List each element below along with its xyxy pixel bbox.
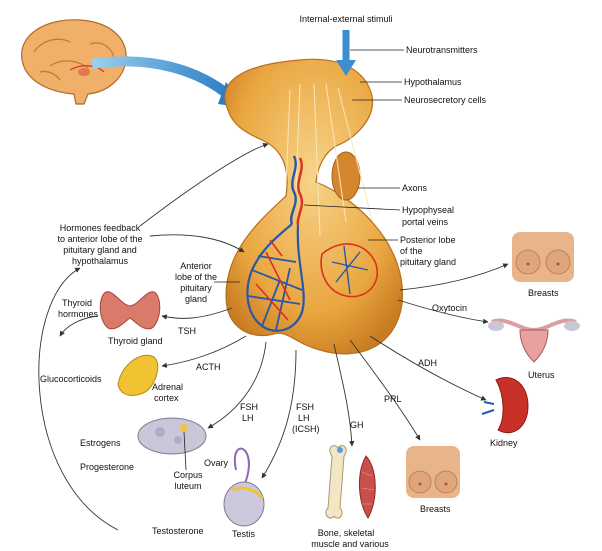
muscle-icon <box>358 455 376 519</box>
kidney-icon <box>481 377 529 434</box>
label-axons: Axons <box>402 183 428 193</box>
arrow-oxytocin-breasts <box>399 263 509 291</box>
label-prl: PRL <box>384 394 402 404</box>
label-corpus-1: Corpus <box>173 470 203 480</box>
bone-icon <box>325 445 347 519</box>
leader-corpus-luteum <box>183 431 187 471</box>
breasts-right-icon <box>512 232 574 282</box>
label-posterior-3: pituitary gland <box>400 257 456 267</box>
label-kidney: Kidney <box>490 438 518 448</box>
thyroid-gland-icon <box>99 291 161 330</box>
arrow-prl <box>349 339 421 441</box>
label-anterior-3: pituitary <box>180 283 212 293</box>
label-feedback-4: hypothalamus <box>72 256 129 266</box>
label-adrenal-1: Adrenal <box>152 382 183 392</box>
pituitary-gland <box>224 58 404 355</box>
arrow-oxytocin-uterus <box>397 299 489 324</box>
arrow-thyroid-hormones <box>59 315 99 337</box>
label-posterior-2: of the <box>400 246 423 256</box>
stimuli-arrowhead <box>336 60 356 76</box>
label-feedback-3: pituitary gland and <box>63 245 137 255</box>
label-acth: ACTH <box>196 362 221 372</box>
label-breasts-bottom: Breasts <box>420 504 451 514</box>
arrow-gh <box>333 343 355 447</box>
label-fsh-2: FSH <box>296 402 314 412</box>
ovary-icon <box>137 417 207 455</box>
label-uterus: Uterus <box>528 370 555 380</box>
label-hypothalamus: Hypothalamus <box>404 77 462 87</box>
label-portal-1: Hypophyseal <box>402 205 454 215</box>
label-gh: GH <box>350 420 364 430</box>
label-anterior-1: Anterior <box>180 261 212 271</box>
label-lh-1: LH <box>242 413 254 423</box>
label-lh-2: LH <box>298 413 310 423</box>
label-fsh-1: FSH <box>240 402 258 412</box>
arrow-fsh-lh-ovary <box>207 341 267 429</box>
label-stimuli: Internal-external stimuli <box>299 14 392 24</box>
testis-icon <box>223 447 265 527</box>
arrow-tsh <box>161 307 233 320</box>
label-anterior-4: gland <box>185 294 207 304</box>
label-posterior-1: Posterior lobe <box>400 235 456 245</box>
label-progesterone: Progesterone <box>80 462 134 472</box>
label-glucocorticoids: Glucocorticoids <box>40 374 102 384</box>
label-icsh: (ICSH) <box>292 424 320 434</box>
label-bone-2: muscle and various <box>311 539 389 549</box>
label-neurotransmitters: Neurotransmitters <box>406 45 478 55</box>
zoom-arrow <box>91 56 236 102</box>
label-adrenal-2: cortex <box>154 393 179 403</box>
label-feedback-1: Hormones feedback <box>60 223 141 233</box>
feedback-loop-arrow <box>38 267 119 531</box>
label-testis: Testis <box>232 529 256 539</box>
label-neurosecretory: Neurosecretory cells <box>404 95 487 105</box>
label-adh: ADH <box>418 358 437 368</box>
label-estrogens: Estrogens <box>80 438 121 448</box>
feedback-arrow-hypothalamus <box>139 142 269 227</box>
feedback-arrow-pituitary <box>149 234 245 253</box>
label-thyroid-gland: Thyroid gland <box>108 336 163 346</box>
breasts-bottom-icon <box>406 446 460 498</box>
label-oxytocin: Oxytocin <box>432 303 467 313</box>
uterus-icon <box>488 318 580 363</box>
label-thyroid-hormones-1: Thyroid <box>62 298 92 308</box>
arrow-fsh-lh-testis <box>261 349 297 479</box>
portal-vessels <box>246 155 379 332</box>
label-portal-2: portal veins <box>402 217 449 227</box>
label-testosterone: Testosterone <box>152 526 204 536</box>
arrow-acth <box>161 335 247 368</box>
arrow-adh <box>369 335 487 401</box>
label-feedback-2: to anterior lobe of the <box>57 234 142 244</box>
label-tsh: TSH <box>178 326 196 336</box>
leader-portal <box>303 204 401 211</box>
label-breasts-right: Breasts <box>528 288 559 298</box>
label-bone-1: Bone, skeletal <box>318 528 375 538</box>
label-corpus-2: luteum <box>174 481 201 491</box>
label-ovary: Ovary <box>204 458 229 468</box>
adrenal-cortex-icon <box>117 354 159 396</box>
label-anterior-2: lobe of the <box>175 272 217 282</box>
label-thyroid-hormones-2: hormones <box>58 309 99 319</box>
